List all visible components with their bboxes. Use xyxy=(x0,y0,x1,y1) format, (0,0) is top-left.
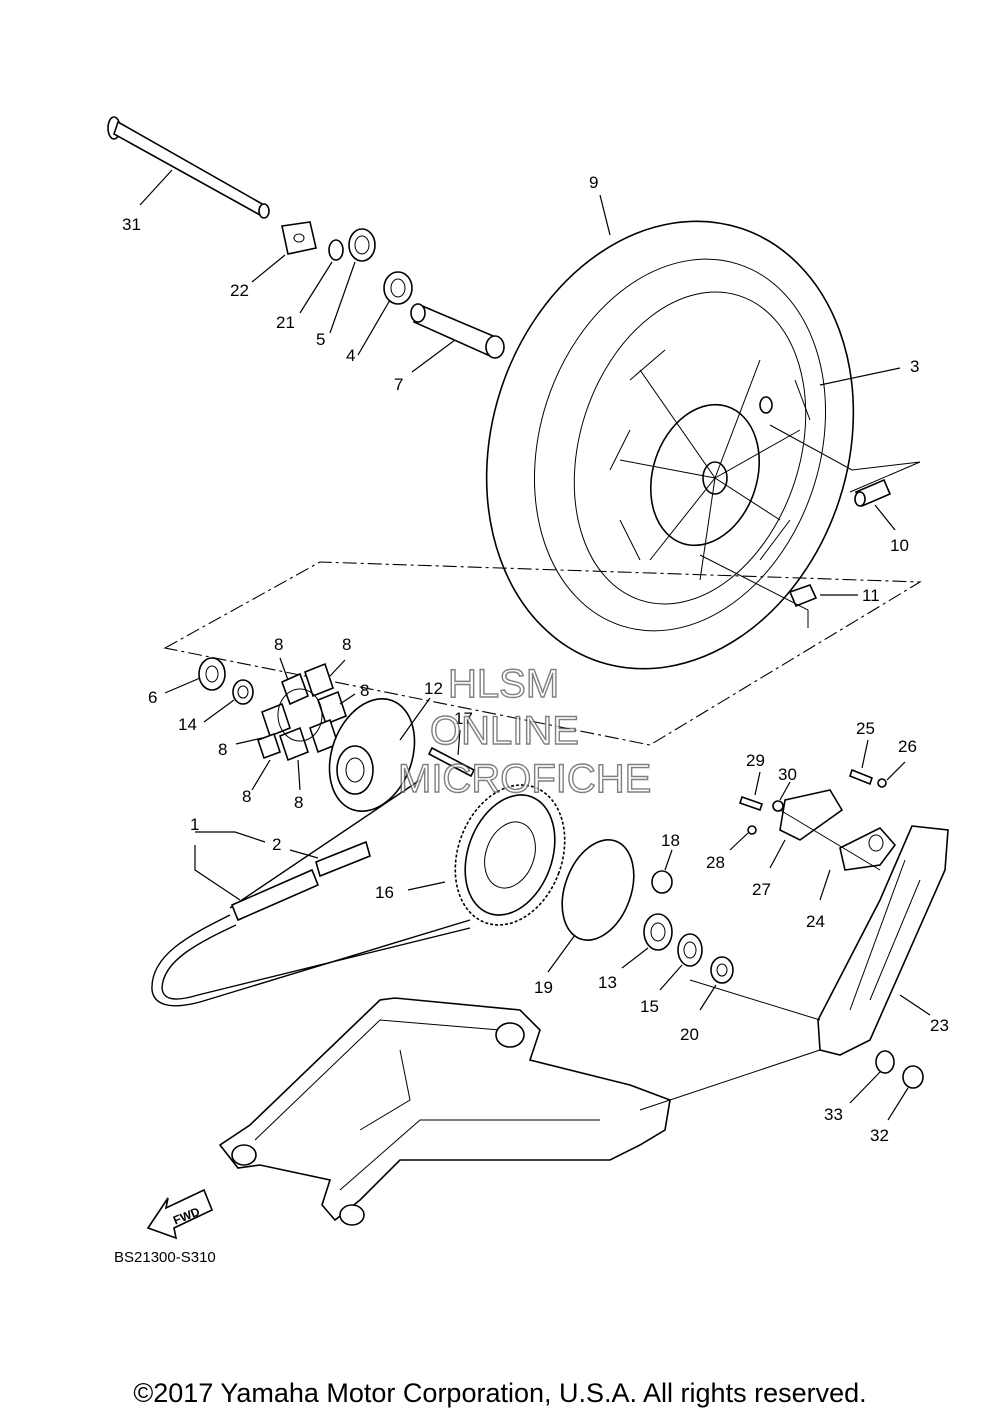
callout-8c: 8 xyxy=(360,681,369,700)
rear-axle xyxy=(107,116,270,219)
fwd-arrow: FWD xyxy=(146,1188,214,1240)
callout-8d: 8 xyxy=(218,740,227,759)
copyright-notice: ©2017 Yamaha Motor Corporation, U.S.A. A… xyxy=(133,1378,867,1408)
callout-20: 20 xyxy=(680,1025,699,1044)
watermark-line-2: ONLINE xyxy=(430,709,579,753)
bearing-6 xyxy=(198,657,226,691)
chain-case-23 xyxy=(817,825,949,1056)
washer-30 xyxy=(772,800,784,812)
valve-10 xyxy=(854,478,892,508)
callout-8a: 8 xyxy=(274,635,283,654)
plate-19 xyxy=(561,839,635,941)
callout-8b: 8 xyxy=(342,635,351,654)
callout-23: 23 xyxy=(930,1016,949,1035)
collar-14 xyxy=(232,679,254,705)
bolt-29 xyxy=(738,795,764,812)
callout-17: 17 xyxy=(454,709,473,728)
callout-3: 3 xyxy=(910,357,919,376)
watermark: HLSM ONLINE MICROFICHE xyxy=(397,661,652,801)
oil-seal-5 xyxy=(348,228,376,262)
drawing-code: BS21300-S310 xyxy=(114,1249,216,1266)
callout-16: 16 xyxy=(375,883,394,902)
callout-18: 18 xyxy=(661,831,680,850)
oil-seal-15 xyxy=(677,933,703,967)
callout-12: 12 xyxy=(424,679,443,698)
callout-2: 2 xyxy=(272,835,281,854)
bearing-13 xyxy=(643,913,673,951)
callout-8f: 8 xyxy=(294,793,303,812)
washer-26 xyxy=(877,778,887,788)
callout-7: 7 xyxy=(394,375,403,394)
callout-28: 28 xyxy=(706,853,725,872)
callout-27: 27 xyxy=(752,880,771,899)
leader-lines xyxy=(139,169,931,1121)
callout-5: 5 xyxy=(316,330,325,349)
bolt-25 xyxy=(849,768,873,786)
callout-19: 19 xyxy=(534,978,553,997)
callout-labels: 31 22 21 5 4 7 9 3 10 11 6 14 8 8 8 8 8 … xyxy=(122,173,949,1145)
hub-assembly-boundary xyxy=(163,561,922,746)
chain-guide-24 xyxy=(839,827,897,871)
swingarm xyxy=(218,997,671,1226)
callout-21: 21 xyxy=(276,313,295,332)
callout-26: 26 xyxy=(898,737,917,756)
collar-20 xyxy=(710,956,734,984)
bracket-27 xyxy=(779,789,844,841)
bearing-4 xyxy=(383,271,413,305)
callout-14: 14 xyxy=(178,715,197,734)
callout-32: 32 xyxy=(870,1126,889,1145)
rear-sprocket-16 xyxy=(454,784,566,926)
axle-plate xyxy=(281,221,317,255)
collar-7 xyxy=(410,303,505,359)
balance-weight-11 xyxy=(788,584,818,608)
washer-28 xyxy=(747,825,757,835)
callout-13: 13 xyxy=(598,973,617,992)
callout-9: 9 xyxy=(589,173,598,192)
callout-10: 10 xyxy=(890,536,909,555)
callout-24: 24 xyxy=(806,912,825,931)
rear-wheel-assembly xyxy=(485,220,855,670)
callout-31: 31 xyxy=(122,215,141,234)
callout-8e: 8 xyxy=(242,787,251,806)
callout-29: 29 xyxy=(746,751,765,770)
watermark-line-3: MICROFICHE xyxy=(398,757,651,801)
nut-18 xyxy=(651,870,673,894)
stud-bolt-17 xyxy=(427,746,476,778)
callout-33: 33 xyxy=(824,1105,843,1124)
nut-32 xyxy=(902,1065,924,1089)
drive-chain xyxy=(151,779,471,1007)
callout-6: 6 xyxy=(148,688,157,707)
washer-21 xyxy=(328,239,344,261)
callout-25: 25 xyxy=(856,719,875,738)
callout-15: 15 xyxy=(640,997,659,1016)
callout-22: 22 xyxy=(230,281,249,300)
callout-30: 30 xyxy=(778,765,797,784)
callout-11: 11 xyxy=(862,586,880,605)
damper-set-8 xyxy=(256,662,347,762)
callout-4: 4 xyxy=(346,346,355,365)
washer-33 xyxy=(875,1050,895,1074)
sprocket-hub-12 xyxy=(328,698,416,812)
watermark-line-1: HLSM xyxy=(448,662,559,706)
callout-1: 1 xyxy=(190,815,199,834)
